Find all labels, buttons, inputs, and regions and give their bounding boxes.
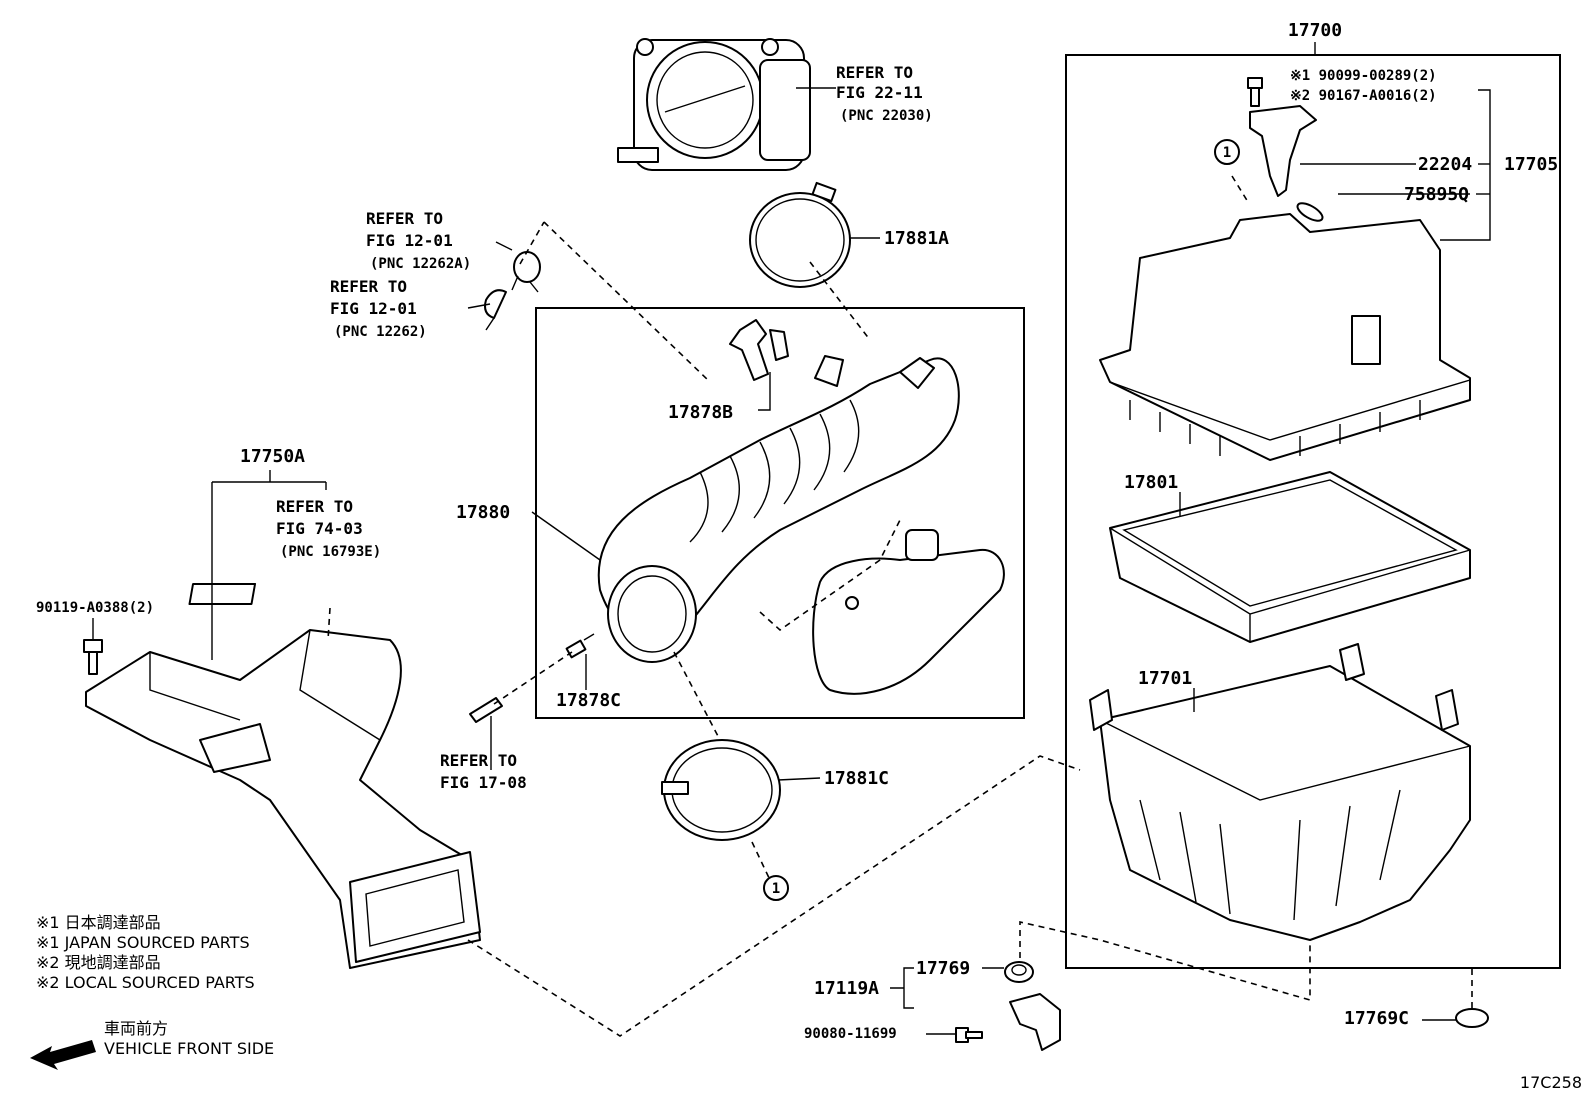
label-17878C: 17878C <box>556 690 621 711</box>
svg-text:FIG 17-08: FIG 17-08 <box>440 773 527 792</box>
grommet-17769C <box>1455 1008 1489 1028</box>
hose-17878B <box>729 319 789 381</box>
label-17881C: 17881C <box>824 768 889 789</box>
ref-throttle-body: REFER TO FIG 22-11 (PNC 22030) <box>836 63 933 124</box>
seal-75895Q <box>1296 202 1324 222</box>
air-cleaner-cap <box>1099 213 1471 461</box>
bolt-90119 <box>83 639 103 675</box>
svg-text:REFER TO: REFER TO <box>440 751 517 770</box>
air-cleaner-case-17701 <box>1089 643 1471 941</box>
vehicle-front-indicator: 車両前方 VEHICLE FRONT SIDE <box>30 1019 274 1070</box>
svg-text:FIG 74-03: FIG 74-03 <box>276 519 363 538</box>
label-17878B: 17878B <box>668 402 733 423</box>
air-inlet-duct-17750A <box>85 629 481 969</box>
hose-clamp-17881A <box>749 181 851 288</box>
ref-clip: REFER TO FIG 12-01 (PNC 12262A) <box>366 209 471 272</box>
figure-code: 17C258 <box>1520 1073 1582 1092</box>
svg-text:(PNC 16793E): (PNC 16793E) <box>280 544 381 560</box>
callout-circle-1-top: 1 <box>1214 139 1240 165</box>
label-75895Q: 75895Q <box>1404 184 1469 205</box>
bolt-90080 <box>955 1027 983 1043</box>
svg-text:※2 LOCAL SOURCED PARTS: ※2 LOCAL SOURCED PARTS <box>36 973 255 992</box>
label-90080: 90080-11699 <box>804 1026 897 1042</box>
svg-text:FIG 22-11: FIG 22-11 <box>836 83 923 102</box>
resonator <box>812 529 1005 695</box>
svg-text:※1 日本調達部品: ※1 日本調達部品 <box>36 913 161 932</box>
throttle-body <box>617 38 811 171</box>
label-17705: 17705 <box>1504 154 1558 175</box>
clip-12262A <box>511 251 541 293</box>
label-22204: 22204 <box>1418 154 1472 175</box>
callout-circle-1-bottom: 1 <box>763 875 789 901</box>
intake-hose-assembly-box <box>535 307 1025 719</box>
svg-text:車両前方: 車両前方 <box>104 1019 168 1038</box>
label-bolt-note-1: ※1 90099-00289(2) <box>1290 68 1437 84</box>
hose-clamp-17881C <box>661 739 781 841</box>
label-17701: 17701 <box>1138 668 1192 689</box>
label-17880: 17880 <box>456 502 510 523</box>
air-cleaner-assembly-box <box>1065 54 1561 969</box>
sourcing-legend: ※1 日本調達部品 ※1 JAPAN SOURCED PARTS ※2 現地調達… <box>36 913 255 992</box>
assembly-lines <box>327 175 1473 1037</box>
leader-lines <box>92 42 1491 1035</box>
air-cleaner-hose-17880 <box>597 355 960 663</box>
label-90119: 90119-A0388(2) <box>36 600 154 616</box>
label-17750A: 17750A <box>240 446 305 467</box>
bracket-17119A <box>1009 993 1061 1051</box>
air-filter-element-17801 <box>1109 471 1471 643</box>
svg-text:(PNC 22030): (PNC 22030) <box>840 108 933 124</box>
grommet-17769 <box>1004 961 1034 983</box>
label-17769: 17769 <box>916 958 970 979</box>
caution-label-16793E <box>188 583 257 605</box>
label-bolt-note-2: ※2 90167-A0016(2) <box>1290 88 1437 104</box>
ref-label: REFER TO FIG 74-03 (PNC 16793E) <box>276 497 381 560</box>
svg-text:(PNC 12262A): (PNC 12262A) <box>370 256 471 272</box>
label-17801: 17801 <box>1124 472 1178 493</box>
svg-text:1: 1 <box>1223 145 1231 161</box>
front-arrow-icon <box>30 1040 96 1070</box>
svg-text:(PNC 12262): (PNC 12262) <box>334 324 427 340</box>
svg-text:※2 現地調達部品: ※2 現地調達部品 <box>36 953 161 972</box>
label-17881A: 17881A <box>884 228 949 249</box>
ref-hose: REFER TO FIG 12-01 (PNC 12262) <box>330 277 427 340</box>
air-flow-meter-22204 <box>1249 105 1317 197</box>
svg-text:VEHICLE FRONT SIDE: VEHICLE FRONT SIDE <box>104 1039 274 1058</box>
label-17119A: 17119A <box>814 978 879 999</box>
bolt-90099 <box>1247 77 1263 107</box>
label-17769C: 17769C <box>1344 1008 1409 1029</box>
hose-12262 <box>484 289 507 331</box>
ref-pipe: REFER TO FIG 17-08 <box>440 751 527 792</box>
svg-text:REFER TO: REFER TO <box>366 209 443 228</box>
svg-text:1: 1 <box>772 881 780 897</box>
svg-text:FIG 12-01: FIG 12-01 <box>330 299 417 318</box>
svg-text:REFER TO: REFER TO <box>836 63 913 82</box>
label-17700: 17700 <box>1288 20 1342 41</box>
svg-text:※1 JAPAN SOURCED PARTS: ※1 JAPAN SOURCED PARTS <box>36 933 250 952</box>
svg-text:REFER TO: REFER TO <box>276 497 353 516</box>
svg-text:FIG 12-01: FIG 12-01 <box>366 231 453 250</box>
svg-text:REFER TO: REFER TO <box>330 277 407 296</box>
